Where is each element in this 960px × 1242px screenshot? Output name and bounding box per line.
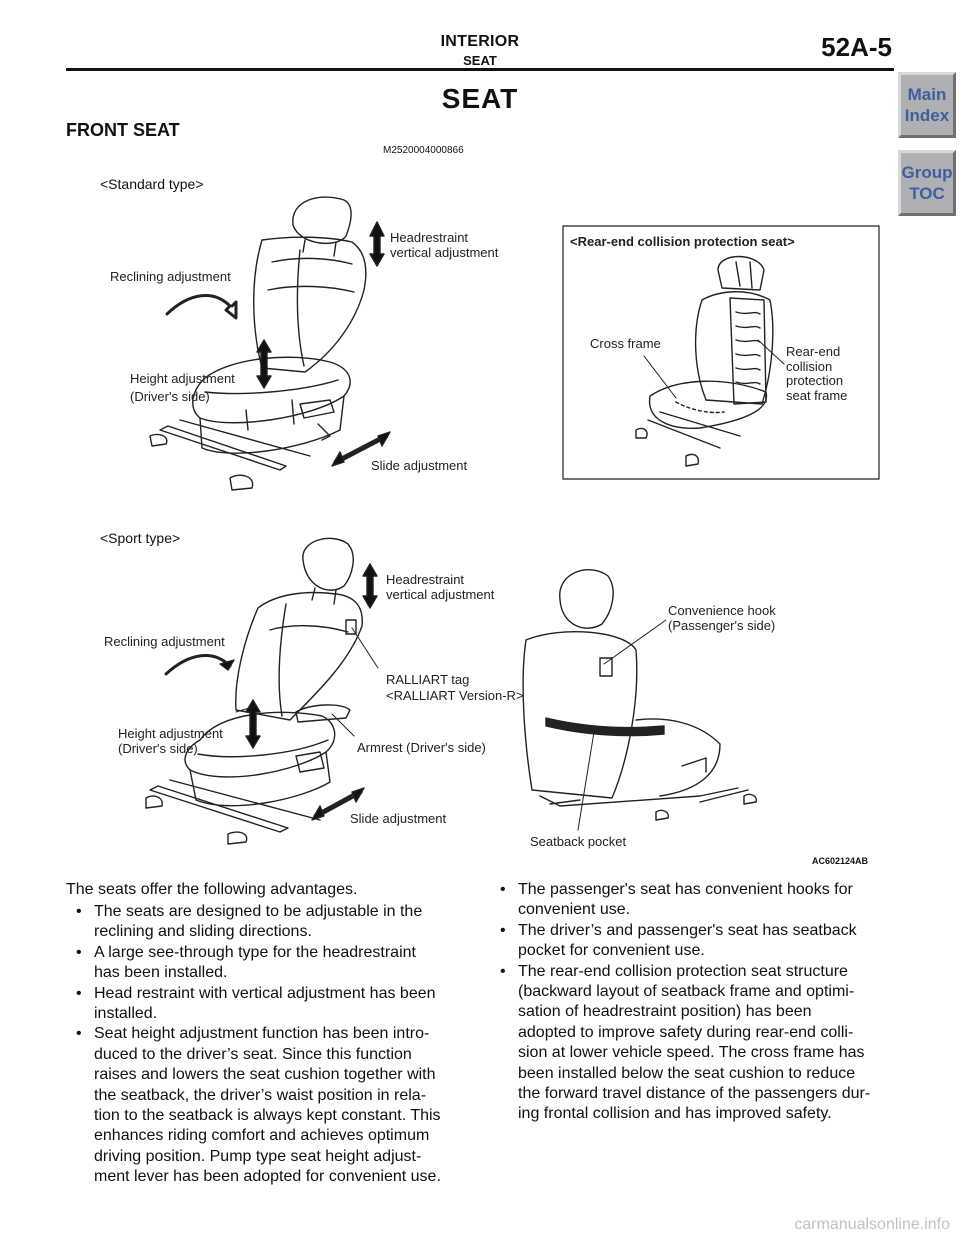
advantages-list-left: • The seats are designed to be adjustable… [76, 902, 476, 1188]
line: adopted to improve safety during rear-en… [518, 1023, 854, 1041]
line: driving position. Pump type seat height … [94, 1147, 422, 1165]
bullet: • [76, 1025, 82, 1043]
label-line: (Driver's side) [118, 741, 198, 756]
label-line: vertical adjustment [386, 587, 495, 602]
cross-frame-label: Cross frame [590, 336, 661, 351]
line: sion at lower vehicle speed. The cross f… [518, 1044, 865, 1062]
line: the seatback, the driver’s waist positio… [94, 1086, 427, 1104]
bullet: • [76, 903, 82, 920]
line: Head restraint with vertical adjustment … [94, 984, 436, 1002]
label-line: Headrestraint [390, 230, 469, 245]
line: reclining and sliding directions. [94, 923, 312, 941]
bullet: • [500, 962, 506, 980]
main-index-button[interactable]: Main Index [898, 72, 956, 138]
line: (backward layout of seatback frame and o… [518, 983, 855, 1001]
line: has been installed. [94, 964, 228, 982]
line: been installed below the seat cushion to… [518, 1064, 856, 1082]
line: raises and lowers the seat cushion toget… [94, 1066, 436, 1084]
line: A large see-through type for the headres… [94, 943, 416, 961]
group-toc-button[interactable]: Group TOC [898, 150, 956, 216]
list-item: • The driver’s and passenger's seat has s… [500, 921, 900, 962]
list-item: • The passenger's seat has convenient hoo… [500, 880, 900, 921]
standard-slide-label: Slide adjustment [371, 458, 468, 473]
label-line: collision [786, 358, 833, 374]
label-line: RALLIART tag [386, 672, 470, 687]
line: Seat height adjustment function has been… [94, 1025, 430, 1043]
sport-reclining-label: Reclining adjustment [104, 634, 225, 649]
seatback-pocket-label: Seatback pocket [530, 834, 627, 849]
main-index-label-1: Main [907, 85, 947, 104]
line: enhances riding comfort and achieves opt… [94, 1127, 430, 1145]
label-line: <RALLIART Version-R> [386, 688, 524, 703]
line: The seats are designed to be adjustable … [94, 903, 423, 920]
line: The passenger's seat has convenient hook… [518, 881, 853, 898]
line: The driver’s and passenger's seat has se… [518, 921, 857, 939]
list-item: • A large see-through type for the headre… [76, 943, 476, 984]
rear-end-caption: <Rear-end collision protection seat> [570, 234, 795, 249]
page-number: 52A-5 [821, 32, 892, 62]
list-item: • The rear-end collision protection seat… [500, 962, 900, 1125]
group-toc-label-1: Group [901, 163, 953, 182]
section-heading: FRONT SEAT [66, 120, 180, 140]
section-title: INTERIOR [440, 33, 520, 50]
figure-code: AC602124AB [812, 856, 869, 866]
sport-seat-drawing [145, 537, 379, 845]
rear-end-seat-drawing [635, 255, 785, 467]
label-line: Height adjustment [118, 726, 223, 741]
label-line: Convenience hook [668, 603, 776, 618]
document-id: M2520004000866 [383, 145, 464, 156]
bullet: • [500, 881, 506, 898]
standard-type-caption: <Standard type> [100, 176, 204, 192]
line: duced to the driver’s seat. Since this f… [94, 1045, 412, 1063]
label-line: vertical adjustment [390, 245, 499, 260]
standard-reclining-label: Reclining adjustment [110, 269, 231, 284]
label-line: protection [786, 373, 844, 388]
sport-headrestraint-label: Headrestraint vertical adjustment [386, 572, 494, 602]
armrest-label: Armrest (Driver's side) [357, 740, 486, 755]
main-index-label-2: Index [904, 106, 950, 125]
seat-frame-label: Rear-end collision protection seat frame [786, 344, 848, 403]
bullet: • [76, 943, 82, 961]
bullet: • [76, 984, 82, 1002]
label-line: Height adjustment [130, 371, 235, 386]
label-line: (Driver's side) [130, 389, 210, 404]
line: sation of headrestraint position) has be… [518, 1003, 812, 1021]
label-line: Rear-end [786, 344, 841, 359]
page-title: SEAT [441, 83, 519, 114]
advantages-list-right: • The passenger's seat has convenient hoo… [500, 880, 900, 1125]
standard-headrestraint-label: Headrestraint vertical adjustment [390, 230, 498, 260]
list-item: • The seats are designed to be adjustable… [76, 902, 476, 943]
standard-seat-drawing [149, 196, 391, 491]
label-line: (Passenger's side) [668, 618, 776, 633]
subsection-title: SEAT [463, 53, 497, 68]
list-item: • Seat height adjustment function has be… [76, 1024, 476, 1187]
line: tion to the seatback is always kept cons… [94, 1107, 441, 1125]
line: ing frontal collision and has improved s… [518, 1105, 832, 1123]
line: convenient use. [518, 901, 631, 919]
intro-text: The seats offer the following advantages… [66, 881, 358, 898]
line: pocket for convenient use. [518, 942, 705, 960]
header-rule [66, 68, 894, 71]
label-line: Headrestraint [386, 572, 465, 587]
bullet: • [500, 921, 506, 939]
label-line: seat frame [786, 387, 848, 403]
line: ment lever has been adopted for convenie… [94, 1168, 441, 1186]
watermark: carmanualsonline.info [794, 1216, 950, 1233]
sport-height-label: Height adjustment (Driver's side) [118, 726, 223, 756]
convenience-hook-label: Convenience hook (Passenger's side) [668, 603, 776, 633]
line: installed. [94, 1005, 158, 1023]
ralliart-tag-label: RALLIART tag <RALLIART Version-R> [386, 672, 524, 704]
sport-slide-label: Slide adjustment [350, 811, 447, 826]
list-item: • Head restraint with vertical adjustment… [76, 984, 476, 1025]
line: The rear-end collision protection seat s… [518, 962, 848, 980]
group-toc-label-2: TOC [909, 184, 945, 203]
line: the forward travel distance of the passe… [518, 1085, 871, 1103]
standard-height-label: Height adjustment (Driver's side) [130, 370, 235, 406]
sport-type-caption: <Sport type> [100, 530, 181, 546]
passenger-seat-drawing [522, 569, 757, 831]
